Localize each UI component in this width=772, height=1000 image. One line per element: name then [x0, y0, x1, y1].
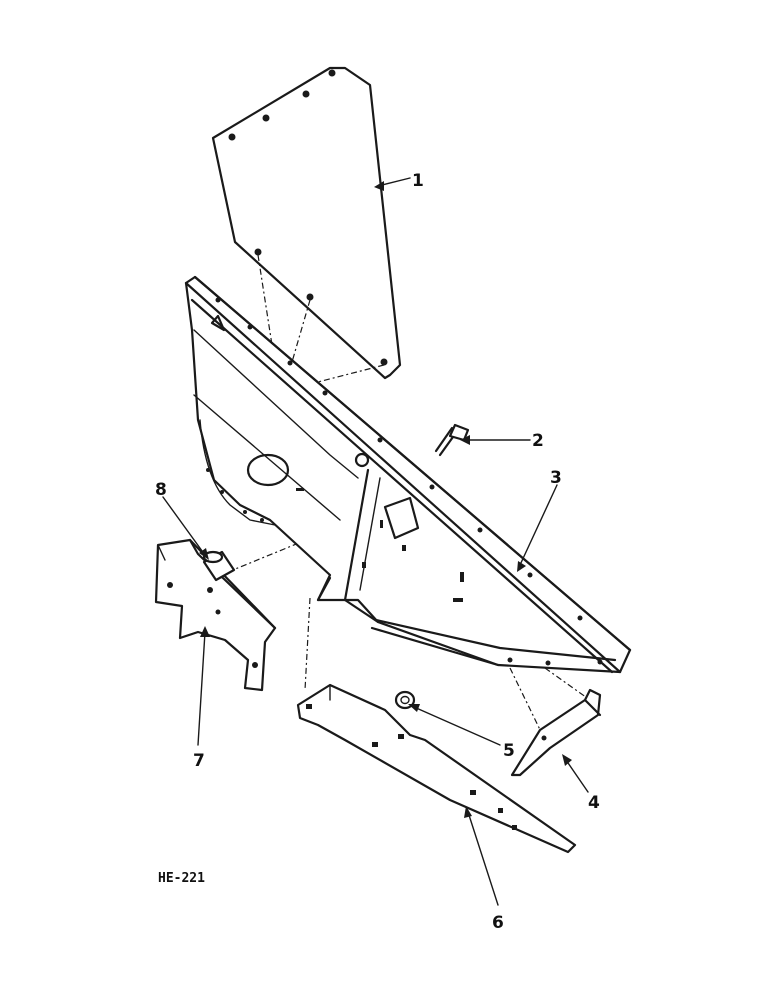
- callout-3: 3: [550, 468, 562, 488]
- part-3-main-frame: [184, 275, 632, 674]
- callout-7: 7: [193, 751, 205, 771]
- part-8-spacer: [202, 550, 236, 582]
- part-4-corner-bracket: [510, 688, 602, 777]
- figure-id: HE-221: [158, 871, 205, 886]
- callout-4: 4: [588, 793, 600, 813]
- part-1-shield-panel: [211, 66, 402, 380]
- callout-2: 2: [532, 431, 544, 451]
- leader-lines: [162, 177, 589, 906]
- part-6-lower-plate: [296, 683, 577, 854]
- callout-5: 5: [503, 741, 515, 761]
- callout-8: 8: [155, 480, 167, 500]
- part-2-bolt: [434, 423, 470, 457]
- callout-6: 6: [492, 913, 504, 933]
- part-7-mounting-plate: [154, 538, 277, 692]
- callout-1: 1: [412, 171, 424, 191]
